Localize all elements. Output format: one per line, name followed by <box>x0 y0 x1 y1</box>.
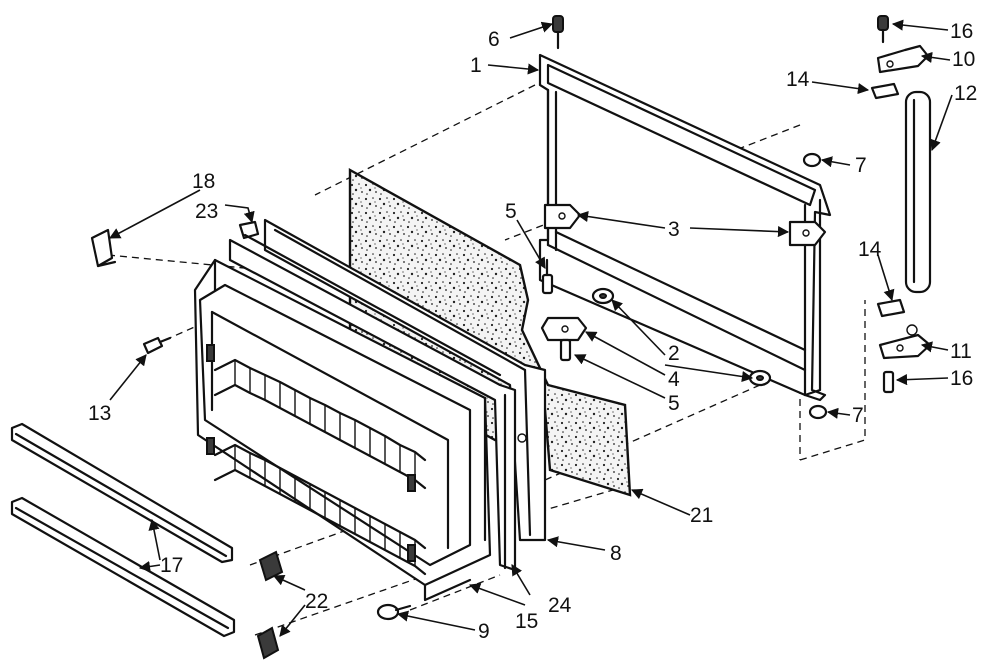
leader-lines <box>109 19 953 637</box>
label-part-4: 4 <box>668 368 680 391</box>
screw-13 <box>142 336 172 355</box>
label-part-2: 2 <box>668 342 680 365</box>
spacer-14-bottom <box>876 298 906 318</box>
clip-18 <box>90 228 117 268</box>
end-cap-22-lower <box>256 626 280 660</box>
label-part-15: 15 <box>515 610 538 633</box>
cap-7-top <box>802 152 822 168</box>
label-part-16-bottom: 16 <box>950 367 973 390</box>
label-part-13: 13 <box>88 402 111 425</box>
screw-5-lower <box>559 338 572 362</box>
shelf-ribs-lower <box>213 443 427 576</box>
plate-4 <box>540 316 588 342</box>
shelf-rail-17-upper <box>10 422 234 564</box>
gasket-24 <box>228 238 517 572</box>
label-part-14-top: 14 <box>786 68 810 91</box>
end-cap-22-upper <box>258 550 284 582</box>
part-labels: 6 1 16 10 14 12 7 18 23 5 3 14 2 11 4 16… <box>88 20 977 643</box>
hinge-10 <box>876 44 930 74</box>
label-part-5-upper: 5 <box>505 200 517 223</box>
cap-7-bottom <box>808 404 828 420</box>
liner-side-slots <box>206 344 416 562</box>
label-part-1: 1 <box>470 54 482 77</box>
screw-16-bottom <box>882 370 895 394</box>
washer-2-b <box>748 369 772 387</box>
label-part-8: 8 <box>610 542 622 565</box>
hinge-bracket-left <box>543 203 582 230</box>
trim-23 <box>238 220 502 377</box>
label-part-22: 22 <box>305 590 328 613</box>
screw-5-upper <box>541 258 554 295</box>
label-part-3: 3 <box>668 218 680 241</box>
screw-9 <box>376 603 412 621</box>
label-part-16-top: 16 <box>950 20 973 43</box>
label-part-9: 9 <box>478 620 490 643</box>
label-part-10: 10 <box>952 48 975 71</box>
hinge-pin-cover-12 <box>904 90 932 294</box>
shelf-rail-17-lower <box>10 496 236 638</box>
door-panel-8 <box>263 218 547 542</box>
label-part-23: 23 <box>195 200 218 223</box>
label-part-17: 17 <box>160 554 183 577</box>
label-part-6: 6 <box>488 28 500 51</box>
label-part-11: 11 <box>950 340 972 363</box>
screw-16-top <box>877 15 889 44</box>
screw-6 <box>552 15 564 50</box>
washer-2-a <box>591 287 615 305</box>
label-part-14-bottom: 14 <box>858 238 882 261</box>
label-part-7-bottom: 7 <box>852 404 864 427</box>
door-frame <box>538 53 832 402</box>
label-part-21: 21 <box>690 504 713 527</box>
spacer-14-top <box>870 82 900 100</box>
door-liner-15 <box>193 258 492 602</box>
shelf-ribs-upper <box>213 358 427 490</box>
label-part-5-lower: 5 <box>668 392 680 415</box>
hinge-11 <box>878 324 932 360</box>
label-part-24: 24 <box>548 594 572 617</box>
label-part-18: 18 <box>192 170 215 193</box>
hinge-bracket-right <box>788 220 827 247</box>
label-part-7-top: 7 <box>855 154 867 177</box>
label-part-12: 12 <box>954 82 977 105</box>
